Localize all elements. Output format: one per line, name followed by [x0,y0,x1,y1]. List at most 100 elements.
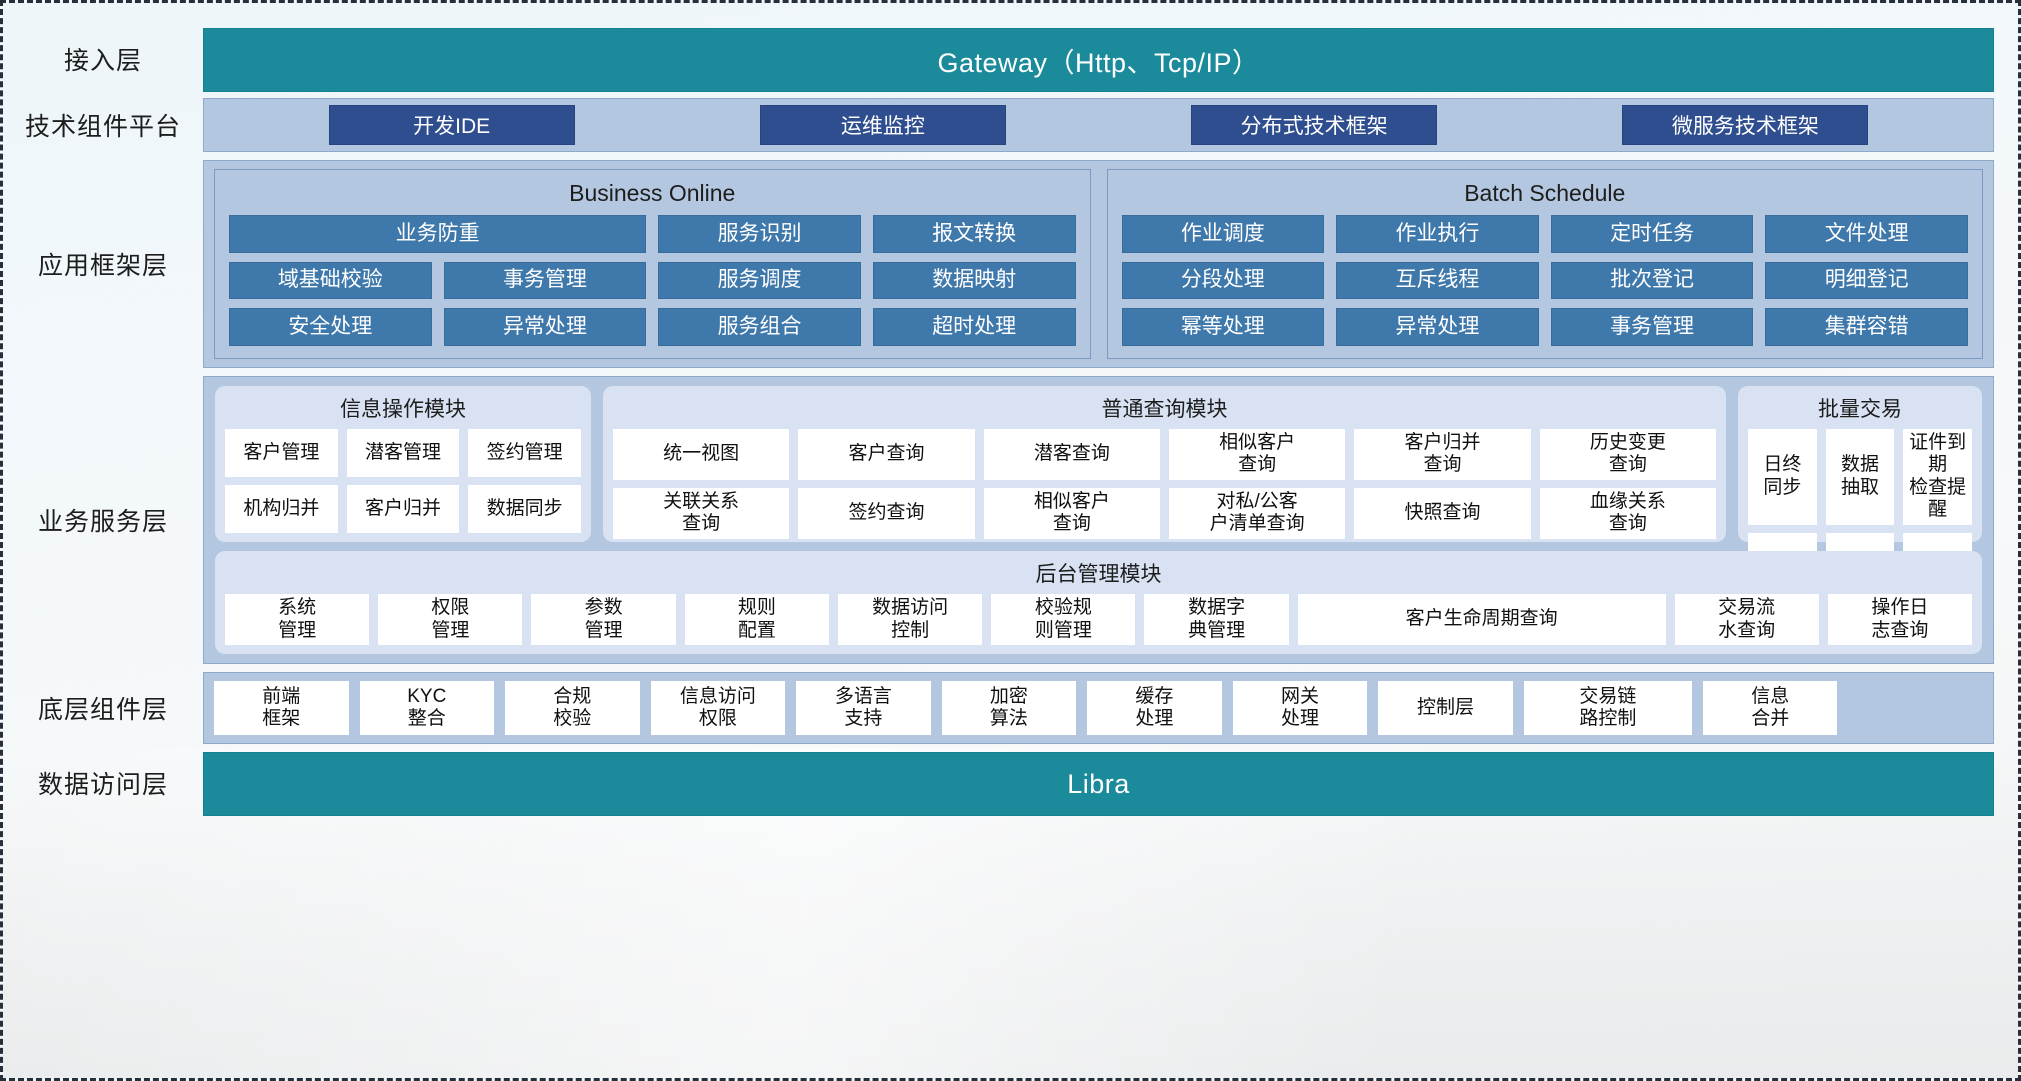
cell-compliance-validation[interactable]: 合规校验 [505,681,640,735]
layer-label-data-access: 数据访问层 [37,771,168,799]
cell-customer-management[interactable]: 客户管理 [225,429,338,478]
app-framework-body: Business Online 业务防重 服务识别 报文转换 域基础校验 事务管… [203,160,1994,368]
module-info-operation: 信息操作模块 客户管理 潜客管理 签约管理 机构归并 客户归并 数据同步 [215,386,591,543]
cell-info-access-permission[interactable]: 信息访问权限 [650,681,786,735]
chip-segment-processing[interactable]: 分段处理 [1121,261,1325,300]
chip-mutex-thread[interactable]: 互斥线程 [1336,261,1539,300]
module-title-admin: 后台管理模块 [1035,563,1162,587]
cell-transaction-flow-query[interactable]: 交易流水查询 [1674,594,1819,645]
group-title-business-online: Business Online [569,180,736,206]
cell-org-merge[interactable]: 机构归并 [225,485,338,534]
layer-label-component: 底层组件层 [37,696,168,724]
info-operation-grid: 客户管理 潜客管理 签约管理 机构归并 客户归并 数据同步 [225,429,581,534]
tech-chip-ops-monitoring[interactable]: 运维监控 [759,105,1006,145]
cell-lineage-query[interactable]: 血缘关系查询 [1539,487,1716,539]
cell-snapshot-query[interactable]: 快照查询 [1354,487,1531,539]
chip-transaction-management-bs[interactable]: 事务管理 [1550,308,1754,346]
cell-frontend-framework[interactable]: 前端框架 [214,681,349,735]
cell-control-layer[interactable]: 控制层 [1378,681,1513,735]
business-service-panel: 信息操作模块 客户管理 潜客管理 签约管理 机构归并 客户归并 数据同步 普通查… [203,376,1994,664]
cell-validation-rule-management[interactable]: 校验规则管理 [991,594,1136,645]
chip-security-processing[interactable]: 安全处理 [229,308,432,346]
module-title-info-operation: 信息操作模块 [340,398,466,421]
cell-parameter-management[interactable]: 参数管理 [531,594,676,645]
cell-customer-merge[interactable]: 客户归并 [346,485,460,534]
chip-transaction-management[interactable]: 事务管理 [443,261,647,300]
tech-platform-row: 开发IDE 运维监控 分布式技术框架 微服务技术框架 [204,99,1993,151]
cell-private-public-customer-list-query[interactable]: 对私/公客户清单查询 [1168,487,1346,539]
cell-system-management[interactable]: 系统管理 [225,594,370,645]
cell-multilanguage-support[interactable]: 多语言支持 [796,681,931,735]
group-batch-schedule: Batch Schedule 作业调度 作业执行 定时任务 文件处理 分段处理 … [1106,169,1983,359]
module-title-batch-transaction: 批量交易 [1818,398,1902,421]
chip-detail-registration[interactable]: 明细登记 [1765,261,1968,300]
chip-timeout-handling[interactable]: 超时处理 [872,308,1076,346]
cell-data-dictionary-management[interactable]: 数据字典管理 [1144,594,1289,645]
cell-prospect-query[interactable]: 潜客查询 [983,429,1160,480]
cell-customer-merge-query[interactable]: 客户归并查询 [1354,429,1531,480]
chip-service-identification[interactable]: 服务识别 [658,215,861,253]
cell-encryption-algorithm[interactable]: 加密算法 [941,681,1077,735]
layer-label-access: 接入层 [63,47,142,75]
cell-data-sync[interactable]: 数据同步 [468,485,581,534]
cell-contract-query[interactable]: 签约查询 [798,487,975,539]
access-layer-body: Gateway（Http、Tcp/IP） [203,28,1994,92]
cell-prospect-management[interactable]: 潜客管理 [346,429,460,478]
cell-transaction-link-control[interactable]: 交易链路控制 [1523,681,1692,735]
chip-cluster-fault-tolerance[interactable]: 集群容错 [1765,308,1968,346]
cell-customer-lifecycle-query[interactable]: 客户生命周期查询 [1297,594,1666,645]
cell-gateway-processing[interactable]: 网关处理 [1232,681,1368,735]
cell-eod-sync[interactable]: 日终同步 [1748,429,1817,525]
chip-batch-registration[interactable]: 批次登记 [1550,261,1754,300]
chip-business-dedup[interactable]: 业务防重 [229,215,647,253]
cell-relation-query[interactable]: 关联关系查询 [613,487,790,539]
cell-contract-management[interactable]: 签约管理 [468,429,581,478]
chip-service-scheduling[interactable]: 服务调度 [658,261,861,300]
cell-certificate-expiry-reminder[interactable]: 证件到期检查提醒 [1903,429,1972,525]
cell-similar-customer-query-2[interactable]: 相似客户查询 [983,487,1160,539]
module-admin: 后台管理模块 系统管理 权限管理 参数管理 规则配置 数据访问控制 校验规则管理… [215,551,1982,654]
cell-unified-view[interactable]: 统一视图 [613,429,790,480]
cell-rule-configuration[interactable]: 规则配置 [684,594,829,645]
tech-chip-ide[interactable]: 开发IDE [328,105,575,145]
cell-data-access-control[interactable]: 数据访问控制 [837,594,983,645]
chip-job-execution[interactable]: 作业执行 [1336,215,1539,253]
cell-data-extraction[interactable]: 数据抽取 [1825,429,1895,525]
chip-exception-handling-bo[interactable]: 异常处理 [443,308,647,346]
group-title-batch-schedule: Batch Schedule [1464,180,1626,206]
layer-label-app-framework: 应用框架层 [37,252,168,280]
chip-data-mapping[interactable]: 数据映射 [872,261,1076,300]
app-framework-groups: Business Online 业务防重 服务识别 报文转换 域基础校验 事务管… [214,169,1983,359]
chip-timed-task[interactable]: 定时任务 [1550,215,1754,253]
cell-customer-query[interactable]: 客户查询 [798,429,975,480]
cell-similar-customer-query[interactable]: 相似客户查询 [1168,429,1346,480]
chip-job-scheduling[interactable]: 作业调度 [1121,215,1325,253]
admin-module-wrapper: 后台管理模块 系统管理 权限管理 参数管理 规则配置 数据访问控制 校验规则管理… [215,551,1982,654]
tech-platform-panel: 开发IDE 运维监控 分布式技术框架 微服务技术框架 [203,98,1994,152]
tech-chip-distributed-framework[interactable]: 分布式技术框架 [1191,105,1438,145]
common-query-grid: 统一视图 客户查询 潜客查询 相似客户查询 客户归并查询 历史变更查询 关联关系… [613,429,1716,539]
layer-label-business-service: 业务服务层 [37,508,168,536]
admin-grid: 系统管理 权限管理 参数管理 规则配置 数据访问控制 校验规则管理 数据字典管理… [225,594,1972,645]
chip-exception-handling-bs[interactable]: 异常处理 [1336,308,1539,346]
cell-cache-processing[interactable]: 缓存处理 [1087,681,1222,735]
cell-permission-management[interactable]: 权限管理 [378,594,523,645]
cell-history-change-query[interactable]: 历史变更查询 [1539,429,1716,480]
module-common-query: 普通查询模块 统一视图 客户查询 潜客查询 相似客户查询 客户归并查询 历史变更… [603,386,1726,543]
module-title-common-query: 普通查询模块 [1101,398,1228,421]
layer-grid: 接入层 Gateway（Http、Tcp/IP） 技术组件平台 开发IDE 运维… [3,3,2018,1078]
chip-message-transform[interactable]: 报文转换 [872,215,1076,253]
chip-idempotent-processing[interactable]: 幂等处理 [1121,308,1325,346]
group-business-online: Business Online 业务防重 服务识别 报文转换 域基础校验 事务管… [214,169,1091,359]
batch-schedule-grid: 作业调度 作业执行 定时任务 文件处理 分段处理 互斥线程 批次登记 明细登记 … [1121,215,1968,346]
chip-domain-basic-validation[interactable]: 域基础校验 [229,261,432,300]
chip-file-processing[interactable]: 文件处理 [1765,215,1968,253]
tech-chip-microservice-framework[interactable]: 微服务技术框架 [1622,105,1869,145]
cell-operation-log-query[interactable]: 操作日志查询 [1827,594,1972,645]
chip-service-composition[interactable]: 服务组合 [658,308,861,346]
cell-info-merge[interactable]: 信息合并 [1702,681,1838,735]
